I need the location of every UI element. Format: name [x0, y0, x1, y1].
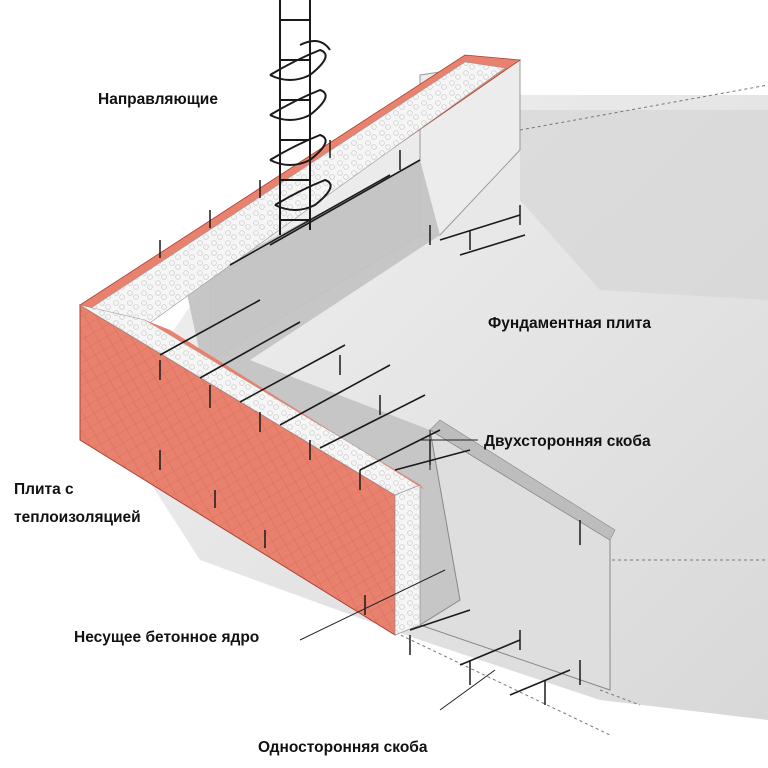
label-double-tie: Двухсторонняя скоба — [484, 433, 651, 450]
tie-rods — [159, 159, 571, 696]
label-foundation-slab: Фундаментная плита — [488, 315, 651, 332]
label-guides: Направляющие — [98, 91, 218, 108]
insulated-panel-mesh — [80, 305, 395, 635]
label-single-tie: Односторонняя скоба — [258, 739, 428, 756]
slab-shadow — [520, 110, 768, 300]
label-insulated-panel-1: Плита с — [14, 481, 74, 498]
label-concrete-core: Несущее бетонное ядро — [74, 629, 259, 646]
slab-edge-lines — [389, 84, 768, 736]
guide-ladder — [269, 0, 332, 235]
label-insulated-panel-2: теплоизоляцией — [14, 509, 141, 526]
right-wall-top-edge — [429, 419, 616, 541]
wall-end-foam — [394, 484, 421, 636]
leader-lines — [299, 430, 496, 711]
vertical-rebar-stubs — [159, 140, 581, 705]
